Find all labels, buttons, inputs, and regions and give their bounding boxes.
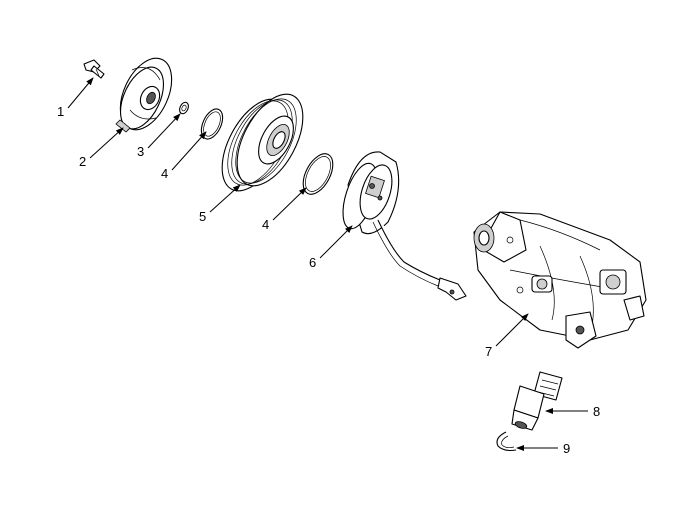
leader-lines <box>67 77 588 451</box>
leader-5 <box>209 184 241 213</box>
leader-2 <box>89 127 124 159</box>
callout-4a: 4 <box>161 166 168 181</box>
callout-3: 3 <box>137 144 144 159</box>
bolt-part <box>83 59 105 79</box>
callout-1: 1 <box>57 104 64 119</box>
callout-4b: 4 <box>262 217 269 232</box>
callout-5: 5 <box>199 209 206 224</box>
valve-part <box>511 371 563 431</box>
shim-part <box>179 101 189 115</box>
callout-2: 2 <box>79 154 86 169</box>
leader-4a <box>171 131 207 171</box>
leader-7 <box>495 313 529 347</box>
snap-ring-part-2 <box>302 153 334 195</box>
leader-3 <box>147 113 181 149</box>
retaining-clip-part <box>496 431 517 452</box>
callout-9: 9 <box>563 441 570 456</box>
callout-8: 8 <box>593 404 600 419</box>
callout-labels: 1 2 3 4 5 4 6 7 8 9 <box>57 104 600 456</box>
leader-1 <box>67 77 94 109</box>
pressure-plate-part <box>115 57 173 133</box>
leader-4b <box>272 187 307 221</box>
snap-ring-part <box>200 108 224 140</box>
compressor-body-part <box>473 211 647 349</box>
callout-6: 6 <box>309 255 316 270</box>
pulley-part <box>221 93 304 192</box>
field-coil-part <box>342 151 467 301</box>
callout-7: 7 <box>485 344 492 359</box>
leader-6 <box>319 225 353 259</box>
